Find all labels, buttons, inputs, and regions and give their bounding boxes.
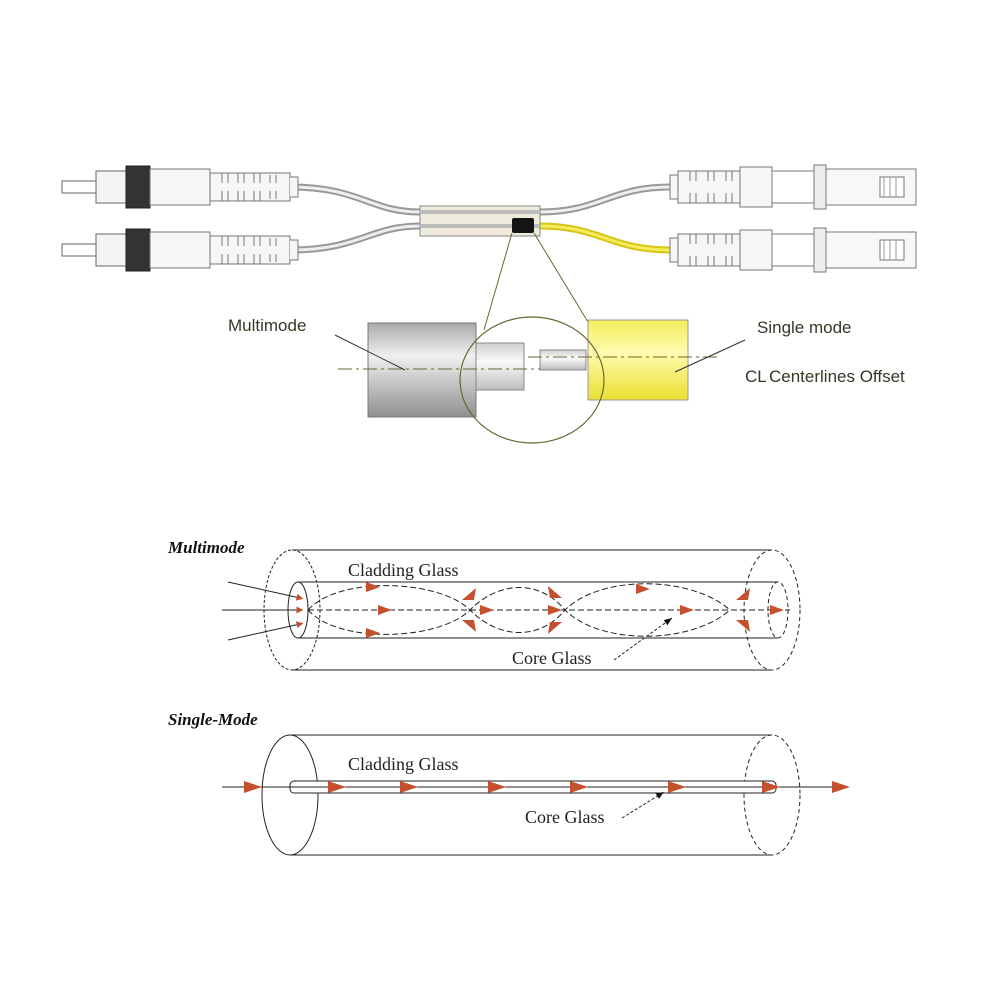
single-mode-cylinder <box>587 319 689 401</box>
centerline-symbol: CL <box>745 367 767 386</box>
splice-point <box>512 218 534 233</box>
multimode-core-cylinder <box>475 342 525 391</box>
multimode-cylinder <box>367 322 477 418</box>
single-mode-title: Single-Mode <box>168 710 258 729</box>
magnifier-circle <box>459 316 605 444</box>
centerline-label: Centerlines Offset <box>769 367 905 386</box>
multimode-cladding-label: Cladding Glass <box>348 560 459 580</box>
st-connector-icon <box>61 228 299 272</box>
multimode-title: Multimode <box>167 538 245 557</box>
multimode-fiber: Multimode Cladding Glass Core Glass <box>167 538 801 671</box>
patch-cord <box>61 164 917 273</box>
single-mode-label: Single mode <box>757 318 852 337</box>
sc-connector-icon <box>669 227 917 273</box>
light-ray-arrows <box>244 781 850 793</box>
sc-connector-icon <box>669 164 917 210</box>
multimode-core-label: Core Glass <box>512 648 592 668</box>
light-ray-arrows <box>366 582 784 638</box>
splice-detail: Multimode Single mode CL Centerlines Off… <box>228 232 905 444</box>
single-mode-cladding-label: Cladding Glass <box>348 754 459 774</box>
single-mode-core-label: Core Glass <box>525 807 605 827</box>
single-mode-core-cylinder <box>539 349 587 371</box>
multimode-label: Multimode <box>228 316 306 335</box>
st-connector-icon <box>61 165 299 209</box>
single-mode-fiber: Single-Mode Cladding Glass Core Glass <box>168 710 850 856</box>
